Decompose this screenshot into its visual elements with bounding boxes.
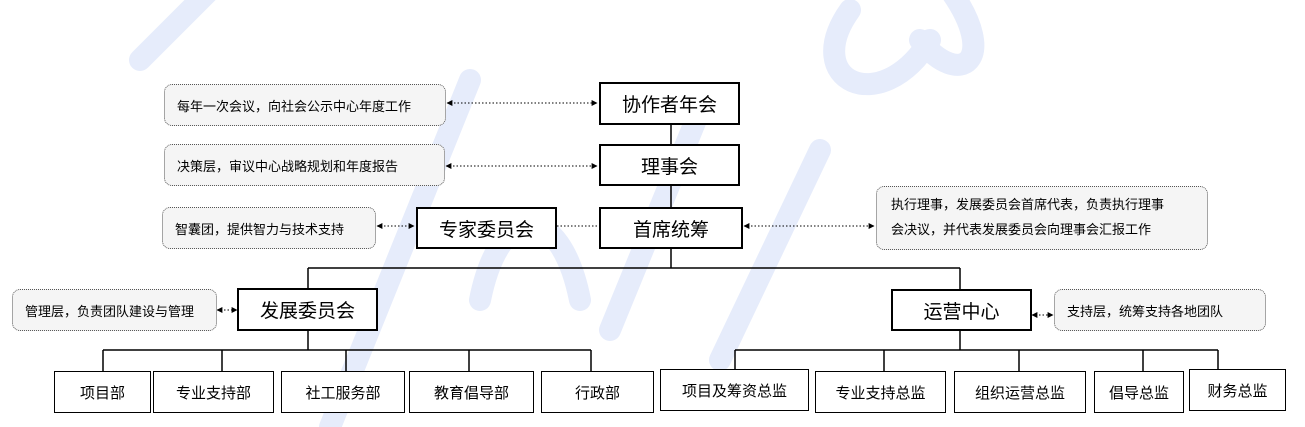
note-ops-center: 支持层，统筹支持各地团队 (1054, 289, 1266, 331)
watermark-stroke (319, 69, 481, 427)
box-board: 理事会 (599, 144, 740, 186)
box-project-fund-director: 项目及筹资总监 (660, 369, 809, 411)
box-advocacy-director: 倡导总监 (1094, 371, 1184, 413)
note-chief: 执行理事，发展委员会首席代表，负责执行理事 会决议，并代表发展委员会向理事会汇报… (876, 186, 1208, 250)
note-annual-meeting: 每年一次会议，向社会公示中心年度工作 (164, 84, 446, 126)
note-chief-line2: 会决议，并代表发展委员会向理事会汇报工作 (891, 223, 1152, 238)
box-education-dept: 教育倡导部 (409, 371, 534, 413)
box-experts: 专家委员会 (416, 207, 557, 249)
box-ops-center: 运营中心 (891, 289, 1032, 331)
note-board: 决策层，审议中心战略规划和年度报告 (164, 144, 445, 186)
note-chief-line1: 执行理事，发展委员会首席代表，负责执行理事 (891, 198, 1165, 213)
box-pro-support-dept: 专业支持部 (153, 371, 274, 413)
note-experts: 智囊团，提供智力与技术支持 (162, 207, 376, 249)
box-project-dept: 项目部 (54, 371, 151, 413)
box-dev-committee: 发展委员会 (237, 288, 378, 331)
box-admin-dept: 行政部 (541, 371, 654, 413)
watermark-stroke (129, 0, 216, 71)
watermark-stroke (709, 139, 831, 371)
watermark-stroke (909, 0, 985, 76)
watermark-stroke (823, 0, 941, 96)
box-chief: 首席统筹 (599, 207, 743, 249)
box-org-ops-director: 组织运营总监 (954, 371, 1086, 413)
box-social-work-dept: 社工服务部 (281, 371, 405, 413)
box-finance-director: 财务总监 (1189, 369, 1286, 411)
note-dev-committee: 管理层，负责团队建设与管理 (12, 289, 217, 331)
box-annual-meeting: 协作者年会 (599, 82, 740, 125)
box-pro-support-director: 专业支持总监 (815, 371, 946, 413)
